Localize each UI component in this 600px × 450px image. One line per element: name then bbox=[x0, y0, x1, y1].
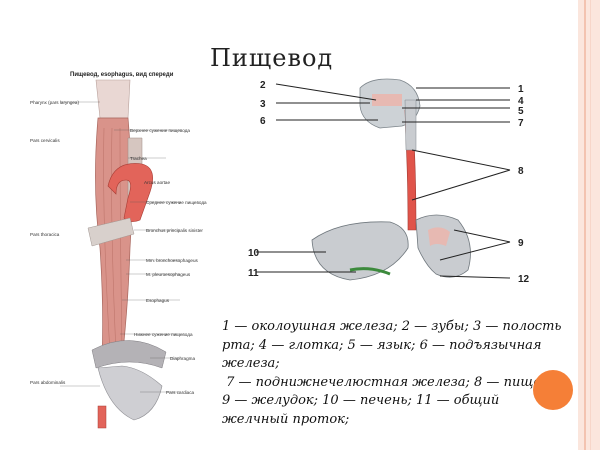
number-3: 3 bbox=[260, 99, 266, 110]
number-1: 1 bbox=[518, 84, 524, 95]
legend-line: рта; 4 — глотка; 5 — язык; 6 — подъязычн… bbox=[222, 337, 542, 353]
label-bronchus: Bronchus principalis sinister bbox=[146, 228, 203, 233]
pharynx-gray bbox=[404, 99, 417, 151]
label-pars-abdominalis: Pars abdominalis bbox=[30, 380, 66, 385]
label-pars-cervicalis: Pars cervicalis bbox=[30, 138, 60, 143]
label-lower-narrowing: Нижнее сужение пищевода bbox=[134, 332, 193, 337]
legend-line: 9 — желудок; 10 — печень; 11 — общий bbox=[222, 393, 500, 408]
number-10: 10 bbox=[248, 248, 260, 259]
number-7: 7 bbox=[518, 118, 524, 129]
label-m-pleuro: M. pleuroesophageus bbox=[146, 272, 191, 277]
label-middle-narrowing: Среднее сужение пищевода bbox=[146, 200, 207, 205]
label-arcus-aortae: Arcus aortae bbox=[144, 180, 170, 185]
bronchus-shape bbox=[87, 217, 135, 247]
stomach-inner bbox=[428, 227, 450, 246]
label-trachea: Trachea bbox=[130, 156, 147, 161]
label-pars-cardiaca: Pars cardiaca bbox=[166, 390, 195, 395]
legend-line: желчный проток; bbox=[222, 411, 350, 427]
digestive-tract-diagram: 2 3 6 1 4 5 7 8 9 10 11 12 bbox=[248, 78, 530, 285]
border-line bbox=[590, 0, 591, 450]
legend-line: 7 — поднижнечелюстная железа; 8 — пищево… bbox=[222, 374, 570, 390]
slide-title: Пищевод bbox=[210, 44, 334, 72]
number-5: 5 bbox=[518, 106, 524, 117]
cardia-shape bbox=[97, 365, 163, 421]
oral-cavity bbox=[372, 94, 402, 106]
legend-line: 1 — околоушная железа; 2 — зубы; 3 — пол… bbox=[222, 319, 562, 334]
decorative-orange-circle bbox=[533, 370, 573, 410]
esophagus-stump bbox=[97, 405, 107, 429]
number-8: 8 bbox=[518, 166, 524, 177]
label-pars-thoracica: Pars thoracica bbox=[30, 232, 60, 237]
label-diaphragma: Diaphragma bbox=[170, 356, 195, 361]
esophagus-anterior-illustration: Pharynx (pars laryngea) Pars cervicalis … bbox=[30, 79, 207, 429]
label-m-broncho: Mm. bronchoesophageus bbox=[146, 258, 199, 263]
label-esophagus: Esophagus bbox=[146, 298, 170, 303]
number-11: 11 bbox=[248, 268, 259, 279]
figure-legend: 1 — околоушная железа; 2 — зубы; 3 — пол… bbox=[222, 318, 592, 429]
number-12: 12 bbox=[518, 274, 530, 285]
liver-shape bbox=[311, 221, 409, 281]
pharynx-shape bbox=[95, 79, 131, 119]
number-4: 4 bbox=[518, 96, 524, 107]
legend-line: железа; bbox=[222, 356, 280, 371]
number-2: 2 bbox=[260, 80, 266, 91]
number-9: 9 bbox=[518, 238, 524, 249]
stomach-shape bbox=[415, 214, 471, 278]
border-line bbox=[584, 0, 586, 450]
bile-duct bbox=[349, 267, 391, 276]
label-upper-narrowing: Верхнее сужение пищевода bbox=[130, 128, 190, 133]
diaphragm-shape bbox=[91, 340, 167, 369]
number-6: 6 bbox=[260, 116, 266, 127]
left-figure-caption: Пищевод, esophagus, вид спереди bbox=[70, 72, 174, 78]
slide-right-border bbox=[578, 0, 600, 450]
label-pharynx: Pharynx (pars laryngea) bbox=[30, 100, 79, 105]
